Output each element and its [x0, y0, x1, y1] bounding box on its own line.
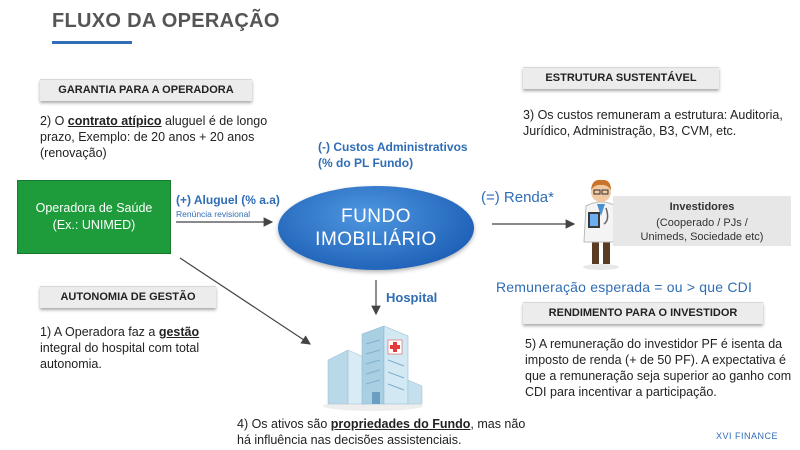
- investidores-line1: (Cooperado / PJs /: [656, 217, 748, 229]
- investidores-title: Investidores: [669, 201, 735, 213]
- fundo-line1: FUNDO: [340, 206, 412, 227]
- tag-rendimento: RENDIMENTO PARA O INVESTIDOR: [523, 302, 763, 324]
- page-title: FLUXO DA OPERAÇÃO: [52, 10, 280, 32]
- footer-brand: XVI FINANCE: [715, 431, 778, 441]
- fundo-line2: IMOBILIÁRIO: [315, 229, 437, 250]
- fundo-imobiliario-ellipse: FUNDO IMOBILIÁRIO: [278, 186, 474, 270]
- note-gestao: 1) A Operadora faz a gestão integral do …: [40, 325, 200, 371]
- investidores-line2: Unimeds, Sociedade etc): [640, 231, 764, 243]
- operadora-example: (Ex.: UNIMED): [52, 218, 136, 232]
- investidores-box: Investidores (Cooperado / PJs / Unimeds,…: [613, 196, 791, 246]
- tag-garantia: GARANTIA PARA A OPERADORA: [40, 79, 252, 101]
- doctor-icon: [583, 179, 619, 270]
- tag-autonomia: AUTONOMIA DE GESTÃO: [40, 286, 216, 308]
- title-underline: [52, 41, 132, 44]
- renuncia-label: Renúncia revisional: [176, 209, 251, 219]
- note-custos: 3) Os custos remuneram a estrutura: Audi…: [523, 108, 783, 138]
- note-contrato: 2) O contrato atípico aluguel é de longo…: [40, 114, 268, 160]
- remuneracao-label: Remuneração esperada = ou > que CDI: [496, 279, 753, 295]
- operadora-box: Operadora de Saúde (Ex.: UNIMED): [17, 180, 171, 254]
- arrow-operadora-hospital: [179, 257, 312, 345]
- renda-label: (=) Renda*: [481, 189, 554, 206]
- hospital-icon: [323, 325, 423, 411]
- custos-label: (-) Custos Administrativos (% do PL Fund…: [318, 140, 468, 170]
- note-rendimento: 5) A remuneração do investidor PF é isen…: [525, 337, 792, 399]
- aluguel-label: (+) Aluguel (% a.a): [176, 193, 280, 207]
- hospital-label: Hospital: [386, 290, 438, 305]
- operadora-name: Operadora de Saúde: [35, 201, 153, 215]
- tag-estrutura: ESTRUTURA SUSTENTÁVEL: [523, 67, 719, 89]
- note-ativos: 4) Os ativos são propriedades do Fundo, …: [237, 417, 526, 447]
